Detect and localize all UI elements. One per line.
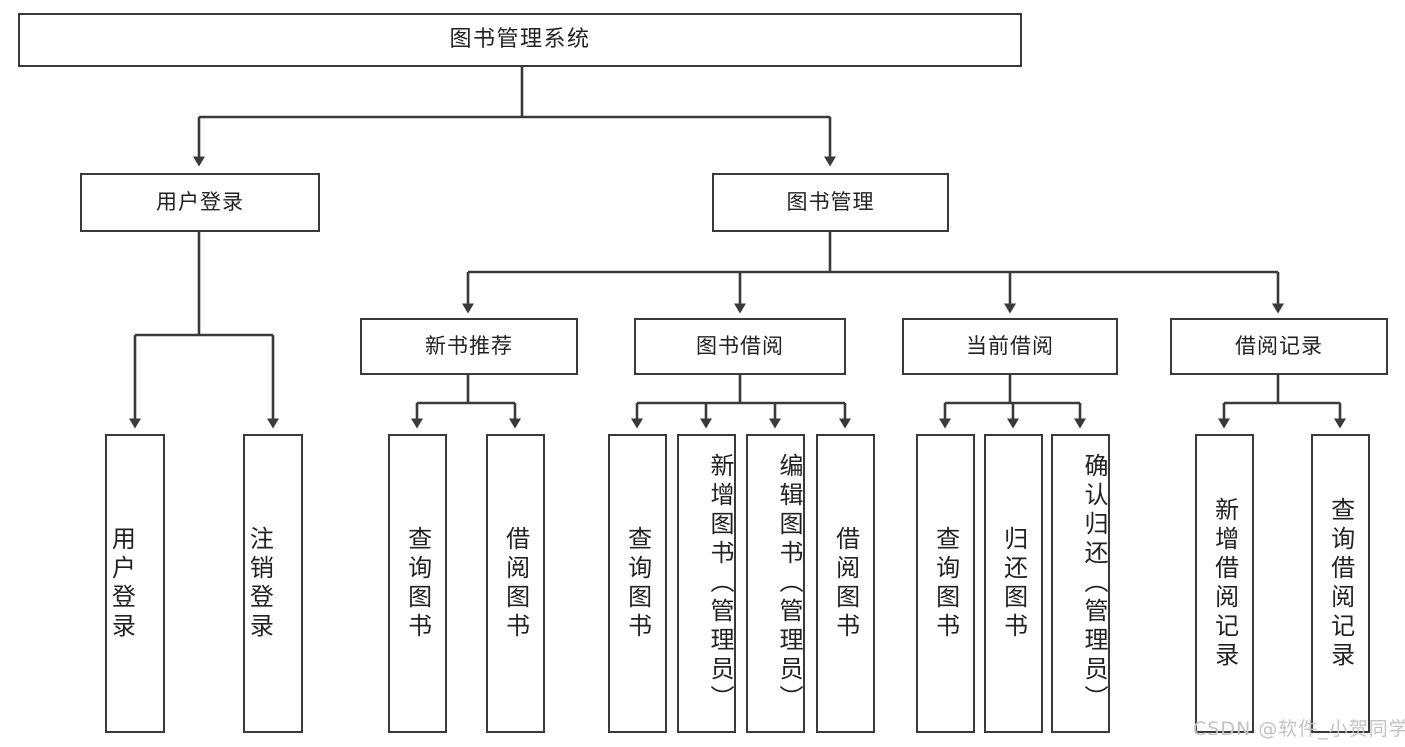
csdn-watermark: CSDN @软件_小贺同学 bbox=[1193, 718, 1405, 740]
leaf-new-book-borrow-book[interactable]: 借阅图书 bbox=[486, 434, 545, 733]
leaf-current-return-book[interactable]: 归还图书 bbox=[984, 434, 1043, 733]
leaf-new-book-query-book[interactable]: 查询图书 bbox=[388, 434, 447, 733]
node-root-book-management-system[interactable]: 图书管理系统 bbox=[18, 13, 1022, 67]
node-borrow-record[interactable]: 借阅记录 bbox=[1170, 318, 1388, 375]
leaf-record-add-borrow-record[interactable]: 新增借阅记录 bbox=[1195, 434, 1254, 733]
node-new-book-recommendation[interactable]: 新书推荐 bbox=[360, 318, 578, 375]
leaf-borrow-edit-book-admin[interactable]: 编辑图书（管理员） bbox=[746, 434, 805, 733]
leaf-borrow-query-book[interactable]: 查询图书 bbox=[608, 434, 667, 733]
leaf-current-query-book[interactable]: 查询图书 bbox=[916, 434, 975, 733]
leaf-record-query-borrow-record[interactable]: 查询借阅记录 bbox=[1311, 434, 1370, 733]
leaf-current-confirm-return-admin[interactable]: 确认归还（管理员） bbox=[1051, 434, 1110, 733]
node-user-login[interactable]: 用户登录 bbox=[80, 173, 320, 232]
leaf-user-login-login[interactable]: 用户登录 bbox=[105, 434, 165, 733]
node-book-borrow[interactable]: 图书借阅 bbox=[634, 318, 846, 375]
node-book-management[interactable]: 图书管理 bbox=[712, 173, 949, 232]
node-current-borrow[interactable]: 当前借阅 bbox=[902, 318, 1118, 375]
leaf-borrow-borrow-book[interactable]: 借阅图书 bbox=[816, 434, 875, 733]
leaf-user-login-logout[interactable]: 注销登录 bbox=[243, 434, 303, 733]
leaf-borrow-add-book-admin[interactable]: 新增图书（管理员） bbox=[677, 434, 736, 733]
